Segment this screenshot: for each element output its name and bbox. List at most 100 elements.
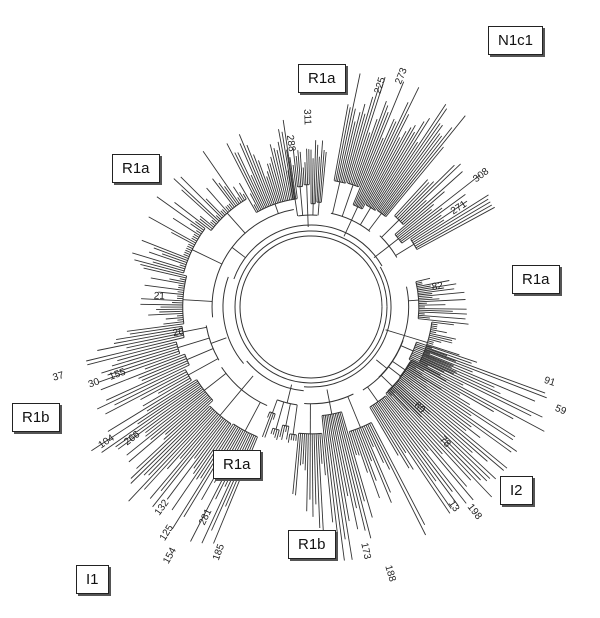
leaf-branch (193, 418, 225, 459)
leaf-branch (400, 163, 461, 222)
leaf-branch (143, 411, 216, 490)
leaf-branch (272, 428, 276, 435)
leaf-branch (302, 433, 305, 465)
leaf-number-label: 155 (108, 367, 128, 383)
leaf-branch (100, 355, 186, 391)
leaf-branch (130, 405, 211, 484)
leaf-branch (138, 358, 187, 379)
sub-branch (351, 206, 359, 221)
leaf-branch (408, 364, 461, 396)
leaf-branch (379, 124, 443, 213)
leaf-branch (239, 192, 245, 201)
leaf-branch (367, 424, 391, 470)
leaf-branch (400, 194, 466, 242)
leaf-branch (352, 430, 368, 473)
leaf-branch (286, 426, 290, 440)
leaf-branch (317, 433, 325, 537)
leaf-branch (361, 137, 401, 210)
leaf-branch (395, 204, 434, 237)
leaf-branch (402, 373, 512, 453)
leaf-branch (179, 413, 219, 459)
leaf-branch (405, 368, 514, 441)
leaf-branch (144, 284, 184, 291)
leaf-branch (304, 162, 307, 185)
sub-branch (367, 386, 379, 403)
leaf-branch (332, 413, 359, 530)
sub-branch (408, 299, 419, 302)
leaf-branch (287, 433, 291, 443)
leaf-branch (400, 375, 481, 438)
leaf-branch (373, 141, 418, 210)
leaf-branch (272, 413, 276, 420)
leaf-branch (306, 148, 309, 185)
leaf-branch (323, 415, 338, 534)
leaf-branch (416, 280, 450, 288)
clade-label-n1c1: N1c1 (488, 26, 544, 55)
leaf-branch (394, 384, 497, 480)
clade-arc (277, 399, 298, 406)
leaf-branch (418, 293, 433, 296)
leaf-branch (418, 311, 467, 315)
leaf-branch (107, 350, 180, 376)
leaf-branch (137, 382, 199, 425)
leaf-branch (222, 209, 227, 215)
leaf-branch (321, 433, 326, 476)
leaf-number-label: 185 (211, 542, 227, 562)
leaf-branch (144, 353, 185, 370)
leaf-branch (418, 308, 467, 310)
sub-branch (347, 396, 361, 428)
leaf-branch (292, 164, 298, 199)
leaf-branch (415, 344, 546, 394)
sub-arc (415, 281, 420, 319)
leaf-branch (141, 239, 189, 260)
leaf-branch (418, 316, 430, 319)
leaf-branch (354, 429, 380, 499)
leaf-branch (97, 364, 190, 410)
leaf-branch (239, 143, 268, 208)
leaf-branch (320, 151, 327, 203)
leaf-branch (91, 380, 198, 452)
leaf-branch (199, 215, 214, 228)
leaf-branch (426, 343, 460, 356)
leaf-branch (277, 141, 291, 201)
tree-branches (86, 73, 547, 561)
leaf-branch (399, 379, 508, 469)
sub-branch (294, 198, 299, 217)
leaf-branch (390, 388, 481, 481)
sub-branch (299, 186, 304, 216)
leaf-branch (357, 102, 409, 208)
leaf-branch (413, 349, 536, 402)
leaf-branch (257, 160, 275, 205)
leaf-branch (385, 395, 474, 501)
leaf-branch (428, 336, 453, 344)
leaf-branch (421, 358, 454, 375)
sub-arc (282, 424, 289, 427)
leaf-branch (266, 171, 279, 204)
leaf-branch (192, 235, 199, 240)
clade-arc (221, 367, 268, 407)
leaf-branch (233, 186, 244, 202)
sub-branch (244, 402, 261, 432)
leaf-branch (381, 135, 443, 215)
leaf-branch (418, 296, 433, 299)
leaf-branch (370, 121, 425, 209)
center-ring-outer (234, 230, 388, 384)
leaf-branch (278, 129, 292, 200)
leaf-branch (316, 156, 320, 203)
leaf-branch (179, 278, 186, 281)
leaf-branch (341, 411, 373, 518)
leaf-branch (143, 267, 187, 279)
leaf-branch (116, 328, 183, 341)
leaf-branch (429, 332, 456, 340)
leaf-branch (152, 417, 224, 508)
leaf-branch (431, 321, 454, 326)
leaf-branch (149, 415, 221, 499)
sub-branch (329, 401, 333, 415)
leaf-branch (417, 283, 457, 291)
leaf-branch (411, 359, 441, 376)
leaf-branch (237, 152, 265, 209)
leaf-branch (317, 140, 324, 203)
leaf-branch (385, 393, 468, 487)
leaf-branch (391, 387, 488, 482)
leaf-branch (340, 121, 356, 183)
